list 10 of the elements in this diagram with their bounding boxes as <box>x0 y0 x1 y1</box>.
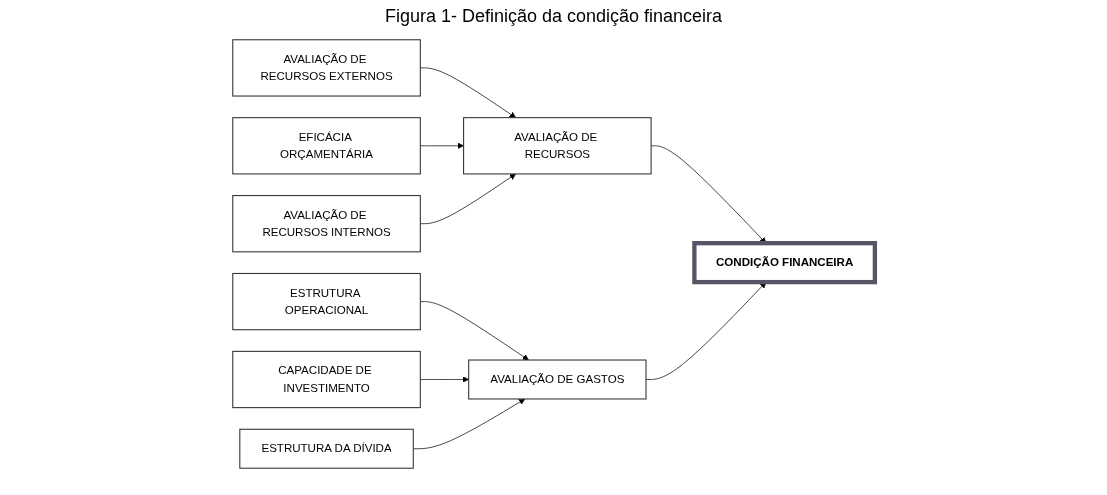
node-box: AVALIAÇÃO DE RECURSOS <box>462 116 652 174</box>
node-box: CAPACIDADE DE INVESTIMENTO <box>231 350 421 408</box>
node-box: AVALIAÇÃO DE GASTOS <box>467 358 647 399</box>
figure-title: Figura 1- Definição da condição financeira <box>383 6 724 27</box>
node-box: AVALIAÇÃO DE RECURSOS INTERNOS <box>231 194 421 252</box>
node-box: EFICÁCIA ORÇAMENTÁRIA <box>231 116 421 174</box>
node-box: CONDIÇÃO FINANCEIRA <box>691 240 877 284</box>
node-box: ESTRUTURA DA DÍVIDA <box>238 428 414 469</box>
node-box: ESTRUTURA OPERACIONAL <box>231 272 421 330</box>
node-box: AVALIAÇÃO DE RECURSOS EXTERNOS <box>231 38 421 97</box>
